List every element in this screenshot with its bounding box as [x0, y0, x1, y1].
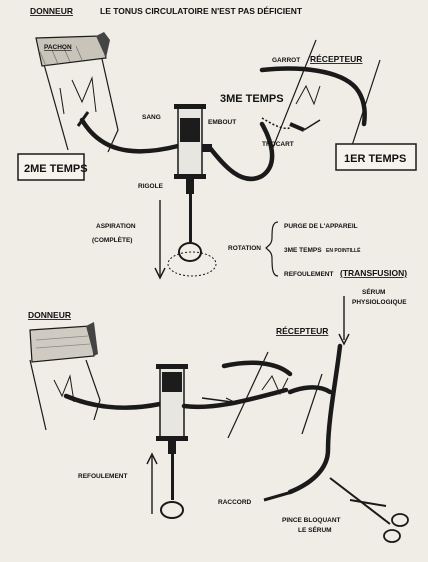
transfusion-label: (TRANSFUSION) [340, 268, 407, 278]
rigole-label: RIGOLE [138, 183, 164, 190]
serum-label: SÉRUM [362, 287, 385, 296]
garrot-label: GARROT [272, 57, 300, 64]
garrot-band [259, 66, 367, 127]
raccord-label: RACCORD [218, 499, 252, 506]
receiver-tube [207, 121, 275, 181]
embout-label: EMBOUT [208, 119, 236, 126]
recepteur-label-bottom: RÉCEPTEUR [276, 326, 328, 336]
pince-label-a: PINCE BLOQUANT [282, 517, 341, 524]
troisieme-temps-label: 3ME TEMPS [220, 93, 284, 105]
serum-tube [287, 343, 343, 495]
receiver-tube-bottom [181, 387, 289, 410]
refoulement-transfusion-label: REFOULEMENT [284, 271, 334, 278]
troisieme-pointille-label: 3ME TEMPS [284, 247, 322, 254]
pachon-label: PACHON [44, 44, 72, 51]
donneur-label-bottom: DONNEUR [28, 310, 71, 320]
trocart-label: TROCART [262, 141, 294, 148]
rotation-label: ROTATION [228, 245, 261, 252]
donor-tube-bottom [63, 393, 163, 410]
garrot-band-bottom [221, 360, 293, 377]
purge-label: PURGE DE L'APPAREIL [284, 223, 358, 230]
deuxieme-temps-box: 2ME TEMPS [17, 153, 88, 181]
donor-tube [79, 117, 181, 154]
pachon-cuff: PACHON [35, 32, 110, 67]
pince-label-b: LE SÉRUM [298, 525, 332, 534]
deuxieme-temps-label: 2ME TEMPS [24, 163, 88, 175]
aspiration-label: ASPIRATION [96, 223, 136, 230]
en-pointille-label: EN POINTILLÉ [326, 246, 361, 254]
pince-clamp [329, 477, 409, 543]
diagram-title: LE TONUS CIRCULATOIRE N'EST PAS DÉFICIEN… [100, 6, 303, 16]
refoulement-label: REFOULEMENT [78, 473, 128, 480]
premier-temps-label: 1ER TEMPS [344, 153, 406, 165]
rotation-ellipse [167, 251, 217, 277]
receiver-arm-bottom [227, 351, 323, 439]
syringe-bottom [156, 364, 188, 519]
recepteur-label-top: RÉCEPTEUR [310, 54, 362, 64]
bottom-panel: DONNEUR [28, 287, 409, 543]
premier-temps-box: 1ER TEMPS [335, 143, 417, 171]
top-panel: DONNEUR LE TONUS CIRCULATOIRE N'EST PAS … [17, 6, 417, 280]
physiologique-label: PHYSIOLOGIQUE [352, 299, 407, 306]
syringe-top [174, 104, 212, 262]
donor-arm-bottom [29, 359, 101, 431]
complete-label: (COMPLÈTE) [92, 235, 132, 244]
sang-label: SANG [142, 114, 161, 121]
donneur-header: DONNEUR [30, 6, 73, 16]
donor-cuff-bottom [29, 322, 98, 363]
